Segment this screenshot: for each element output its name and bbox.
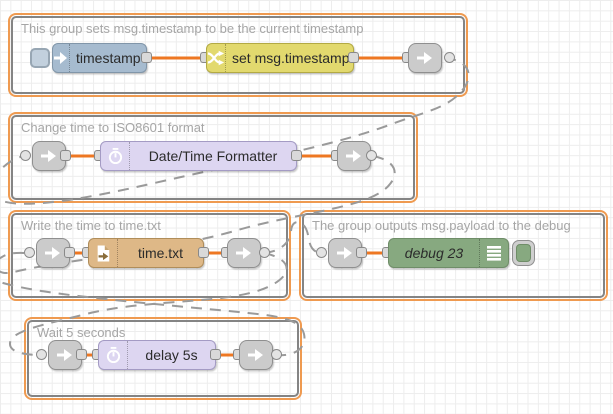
link-out-node[interactable] — [337, 141, 371, 171]
link-port[interactable] — [24, 247, 35, 258]
group-label: Write the time to time.txt — [21, 218, 161, 233]
node-label: delay 5s — [145, 347, 198, 363]
group-border: Write the time to time.txt — [11, 213, 288, 298]
output-port[interactable] — [64, 247, 75, 258]
link-arrow-icon — [248, 349, 263, 361]
group-write-file[interactable]: Write the time to time.txt — [8, 210, 291, 301]
debug-toggle-state — [516, 244, 531, 262]
link-arrow-icon — [45, 247, 60, 259]
link-out-node[interactable] — [408, 43, 442, 73]
output-port[interactable] — [198, 247, 209, 258]
output-port[interactable] — [60, 150, 71, 161]
link-port[interactable] — [271, 349, 282, 360]
link-wire-3[interactable] — [263, 221, 321, 254]
link-port[interactable] — [444, 52, 455, 63]
debug-toggle-button[interactable] — [512, 240, 535, 266]
link-wire-5[interactable] — [0, 278, 306, 357]
group-set-timestamp[interactable]: This group sets msg.timestamp to be the … — [8, 13, 468, 97]
node-label: debug 23 — [404, 245, 464, 261]
output-port[interactable] — [210, 349, 221, 360]
link-out-node[interactable] — [239, 340, 273, 370]
output-port[interactable] — [76, 349, 87, 360]
group-iso8601[interactable]: Change time to ISO8601 format — [8, 112, 418, 203]
group-border: Wait 5 seconds — [27, 320, 299, 397]
change-node[interactable]: set msg.timestamp — [206, 43, 354, 73]
link-port[interactable] — [36, 349, 47, 360]
link-wire-1[interactable] — [0, 57, 470, 205]
link-wire-4[interactable] — [9, 252, 288, 356]
link-out-node[interactable] — [227, 238, 261, 268]
arrow-right-icon — [53, 44, 70, 72]
group-border: Change time to ISO8601 format — [11, 115, 415, 200]
timer-icon — [101, 142, 130, 170]
link-port[interactable] — [20, 150, 31, 161]
group-wait-5s[interactable]: Wait 5 seconds — [24, 317, 302, 400]
link-port[interactable] — [366, 150, 377, 161]
link-arrow-icon — [346, 150, 361, 162]
group-label: This group sets msg.timestamp to be the … — [21, 21, 364, 36]
group-border: The group outputs msg.payload to the deb… — [302, 213, 605, 298]
group-label: The group outputs msg.payload to the deb… — [312, 218, 571, 233]
link-port[interactable] — [316, 247, 327, 258]
delay-node[interactable]: delay 5s — [98, 340, 216, 370]
group-border: This group sets msg.timestamp to be the … — [11, 16, 465, 94]
inject-button[interactable] — [30, 48, 50, 68]
inject-node[interactable]: timestamp — [52, 43, 147, 73]
node-label: timestamp — [76, 50, 141, 66]
link-arrow-icon — [417, 52, 432, 64]
output-port[interactable] — [141, 52, 152, 63]
link-arrow-icon — [337, 247, 352, 259]
node-label: Date/Time Formatter — [148, 148, 278, 164]
group-label: Wait 5 seconds — [37, 325, 126, 340]
debug-list-icon — [479, 239, 508, 267]
link-arrow-icon — [41, 150, 56, 162]
link-arrow-icon — [236, 247, 251, 259]
group-debug-output[interactable]: The group outputs msg.payload to the deb… — [299, 210, 608, 301]
file-icon — [89, 239, 118, 267]
group-label: Change time to ISO8601 format — [21, 120, 205, 135]
link-port[interactable] — [259, 247, 270, 258]
link-arrow-icon — [57, 349, 72, 361]
shuffle-icon — [207, 44, 226, 72]
node-label: time.txt — [137, 245, 184, 261]
debug-node[interactable]: debug 23 — [388, 238, 509, 268]
output-port[interactable] — [356, 247, 367, 258]
output-port[interactable] — [348, 52, 359, 63]
timer-icon — [99, 341, 128, 369]
node-label: set msg.timestamp — [232, 50, 350, 66]
datetime-formatter-node[interactable]: Date/Time Formatter — [100, 141, 297, 171]
output-port[interactable] — [291, 150, 302, 161]
file-node[interactable]: time.txt — [88, 238, 204, 268]
